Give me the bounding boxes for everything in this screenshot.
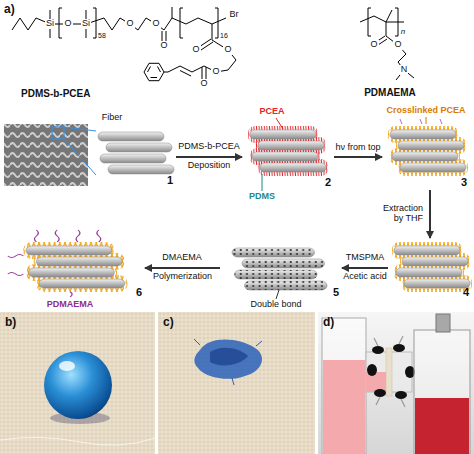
text-label: O	[211, 67, 220, 77]
photo-drop	[0, 312, 155, 454]
bond	[148, 67, 161, 78]
text-label: O	[63, 19, 72, 29]
arrow-label: Extraction by THF	[372, 204, 424, 224]
arrow-label: Deposition	[187, 161, 232, 171]
step-number: 3	[461, 177, 467, 188]
zoom-line	[64, 127, 96, 131]
pdmaema-chains	[8, 230, 101, 297]
arrow-label: Acetic acid	[342, 272, 388, 282]
step-illustration: 3	[384, 122, 468, 188]
crosslinked-fibers	[388, 126, 468, 176]
coated-fibers	[248, 126, 328, 176]
text-label: Double bond	[249, 300, 302, 310]
pdms-b-pcea-structure	[12, 7, 236, 81]
bond	[386, 10, 392, 22]
binder-clips	[367, 344, 415, 399]
text-label: DMAEMA	[161, 253, 203, 263]
silanized-fibers	[232, 248, 327, 290]
text-label: Crosslinked PCEA	[385, 106, 466, 116]
sem-image	[4, 124, 88, 186]
text-label: Br	[229, 10, 240, 20]
step-illustration: 2	[244, 122, 332, 188]
bond	[199, 39, 211, 47]
text-label: PDMS-b-PCEA	[177, 142, 241, 152]
step-illustration: 6	[18, 236, 143, 298]
process-arrow	[334, 156, 382, 158]
step-illustration: 4	[390, 240, 470, 298]
step-number: 5	[333, 287, 339, 298]
text-label: n	[400, 28, 406, 37]
bracket	[59, 8, 96, 38]
uv-light	[400, 119, 442, 124]
pdmaema-structure	[360, 8, 414, 80]
photo-stain	[158, 312, 315, 454]
bond	[212, 24, 213, 40]
text-label: c)	[162, 316, 175, 329]
text-label: PDMS-b-PCEA	[20, 88, 91, 99]
phenyl-ring	[144, 63, 164, 80]
process-arrow	[429, 190, 431, 238]
bond	[202, 67, 203, 80]
bond	[206, 67, 207, 80]
text-label: PDMAEMA	[363, 87, 417, 98]
bond	[201, 42, 213, 50]
bond	[378, 39, 387, 45]
zoom-box	[52, 127, 64, 139]
bond	[172, 7, 173, 18]
bare-fibers	[98, 132, 174, 174]
leader-lines	[262, 117, 426, 299]
bond	[164, 40, 236, 72]
bond	[386, 22, 387, 36]
text-label: 16	[219, 32, 229, 40]
bracket	[368, 8, 398, 36]
process-arrow	[342, 267, 388, 269]
step-number: 2	[325, 177, 331, 188]
arrow-label: Polymerization	[152, 272, 213, 282]
text-label: TMSPMA	[345, 253, 386, 263]
bond	[86, 18, 226, 30]
text-label: PCEA	[258, 107, 285, 117]
text-label: O	[151, 19, 160, 29]
text-label: PDMAEMA	[46, 300, 95, 310]
step-number: 6	[136, 287, 142, 298]
text-label: O	[223, 45, 232, 55]
process-arrow	[176, 156, 242, 158]
text-label: d)	[322, 316, 335, 329]
text-label: 58	[97, 32, 107, 40]
step-number: 4	[463, 287, 469, 298]
step-number: 1	[167, 175, 173, 186]
text-label: O	[191, 45, 200, 55]
text-label: Si	[45, 19, 55, 29]
text-label: N	[400, 65, 409, 75]
process-arrow	[145, 267, 220, 269]
grafted-fibers	[8, 230, 128, 297]
text-label: b)	[4, 316, 17, 329]
zoom-line	[64, 139, 96, 175]
text-label: Fiber	[101, 113, 124, 123]
text-label: a)	[3, 3, 16, 16]
photo-separation	[318, 312, 474, 454]
bond	[180, 71, 191, 77]
text-label: PDMS	[248, 192, 276, 202]
step-illustration: 1	[96, 128, 174, 186]
arrow-label: hν from top	[334, 143, 381, 153]
text-label: O	[159, 41, 168, 51]
text-label: Si	[81, 19, 91, 29]
text-label: O	[369, 40, 378, 50]
text-label: O	[393, 40, 402, 50]
step-illustration: 5	[222, 240, 340, 298]
extracted-fibers	[392, 242, 472, 292]
text-label: O	[125, 19, 134, 29]
text-label: O	[199, 79, 208, 89]
bond	[360, 16, 404, 22]
